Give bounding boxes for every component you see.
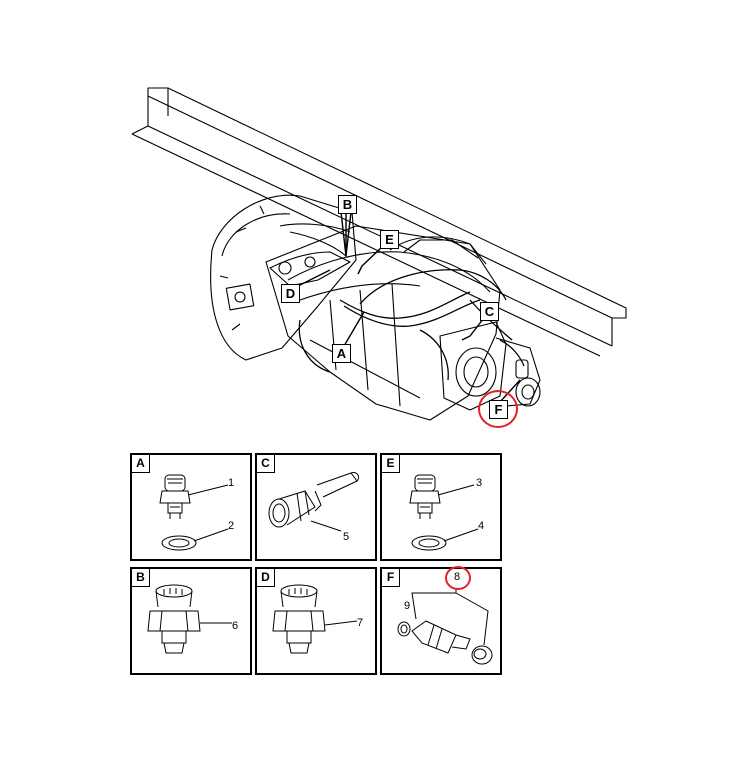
- panel-label-c: C: [257, 455, 275, 473]
- detail-panel-e: E 3 4: [380, 453, 502, 561]
- highlight-circle-f: [478, 390, 518, 428]
- panel-label-a: A: [132, 455, 150, 473]
- callout-c: C: [480, 302, 499, 321]
- pressure-switch-7-illustration: [272, 584, 358, 654]
- panel-label-b: B: [132, 569, 150, 587]
- part-number-3: 3: [476, 477, 483, 489]
- detail-panel-f: F 8 9: [380, 566, 502, 675]
- part-number-4: 4: [478, 520, 485, 532]
- pressure-switch-1-illustration: [159, 474, 229, 551]
- pressure-switch-6-illustration: [147, 584, 232, 654]
- pressure-switch-3-illustration: [409, 474, 479, 551]
- callout-b: B: [338, 195, 357, 214]
- detail-panel-a: A 1 2: [130, 453, 252, 561]
- part-number-5: 5: [343, 531, 350, 543]
- part-number-9: 9: [404, 600, 411, 612]
- part-number-6: 6: [232, 620, 239, 632]
- detail-panel-c: C 5: [255, 453, 377, 561]
- callout-d: D: [281, 284, 300, 303]
- frame-rail: [131, 87, 627, 357]
- transmission-case: [265, 223, 501, 421]
- panel-label-e: E: [382, 455, 400, 473]
- detail-panel-b: B 6: [130, 567, 252, 675]
- bell-housing: [210, 194, 357, 361]
- callout-e: E: [380, 230, 399, 249]
- part-number-7: 7: [357, 617, 364, 629]
- detail-panel-d: D 7: [255, 567, 377, 675]
- highlight-circle-8: [445, 566, 471, 590]
- temperature-sensor-5-illustration: [268, 472, 360, 532]
- panel-label-f: F: [382, 569, 400, 587]
- panel-label-d: D: [257, 569, 275, 587]
- callout-a: A: [332, 344, 351, 363]
- speed-sensor-8-illustration: [397, 589, 493, 665]
- part-number-2: 2: [228, 520, 235, 532]
- transmission-overview-illustration: [131, 87, 627, 421]
- output-housing: [439, 321, 541, 411]
- part-number-1: 1: [228, 477, 235, 489]
- wiring-harness: [298, 269, 525, 381]
